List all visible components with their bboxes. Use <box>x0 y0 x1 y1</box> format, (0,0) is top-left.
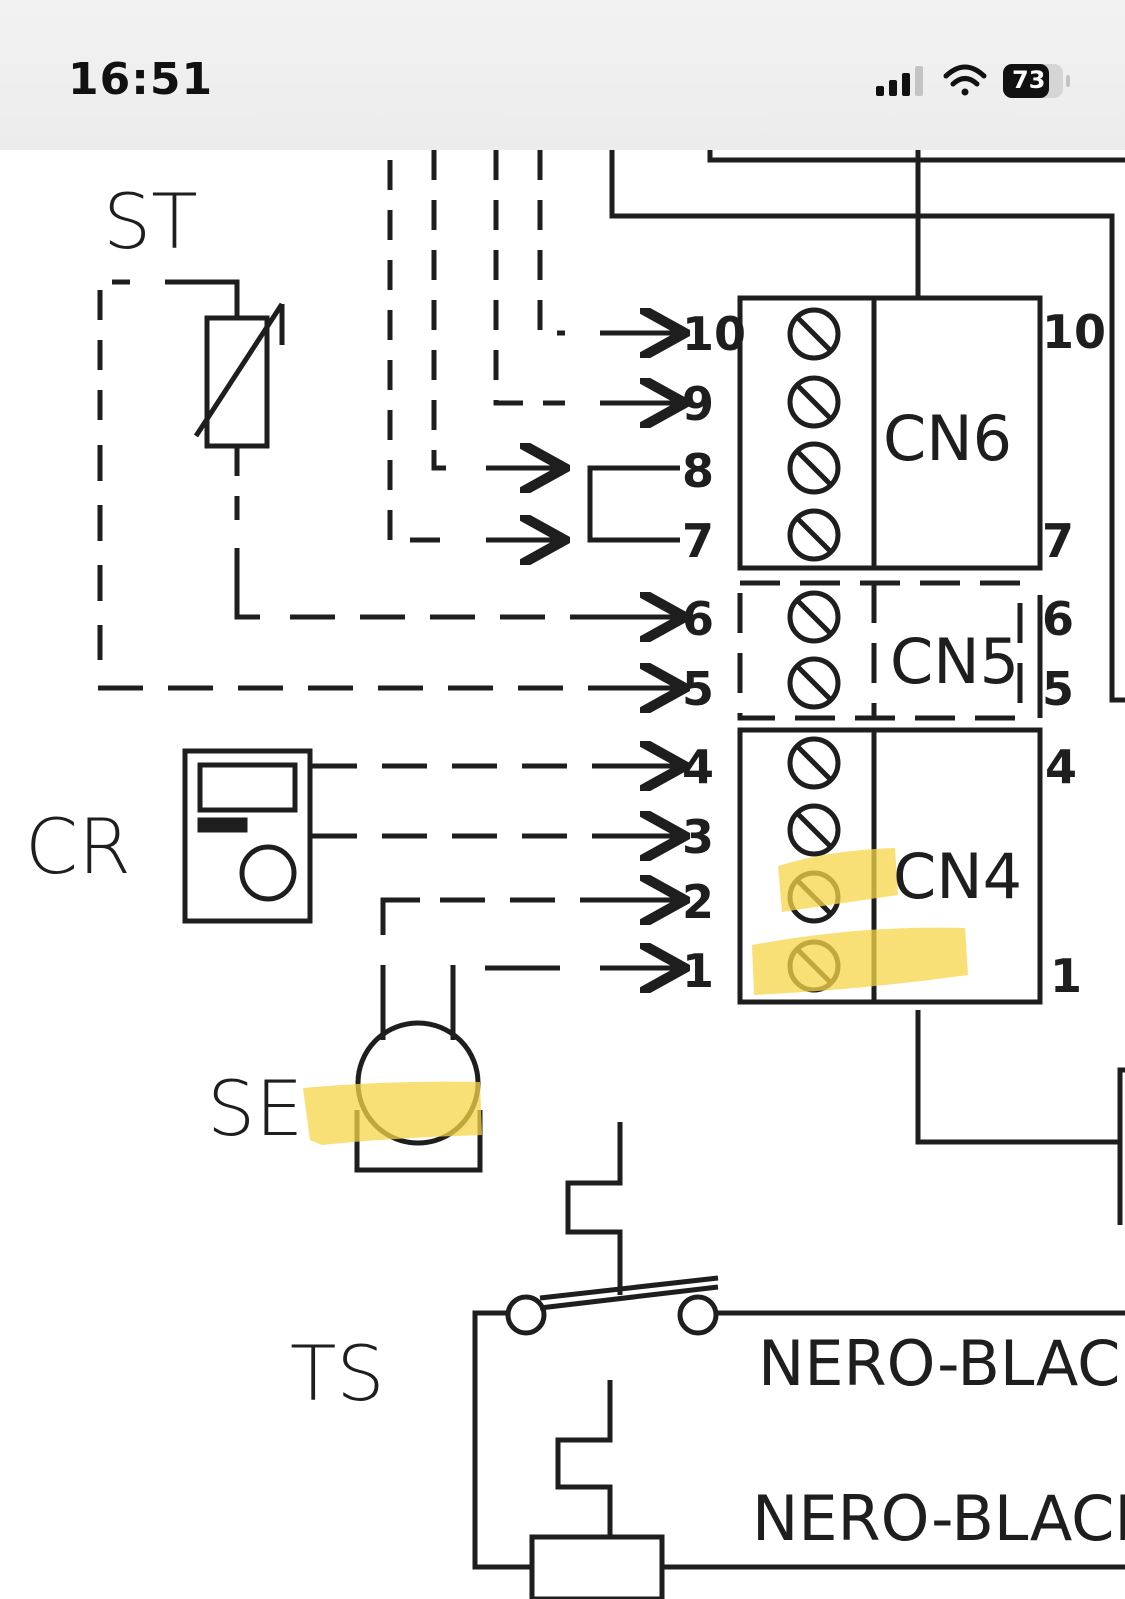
battery-level: 73 <box>1012 66 1046 94</box>
highlight-pin-1 <box>752 927 968 995</box>
pin-left-9: 9 <box>682 377 714 431</box>
pin-left-6: 6 <box>682 592 714 646</box>
pin-right-5: 5 <box>1042 662 1074 716</box>
wire-top-2 <box>609 150 1125 703</box>
label-cr: CR <box>25 802 131 891</box>
wire-cn4-bottom <box>915 1010 1120 1145</box>
status-icons <box>876 64 1070 98</box>
label-cn4: CN4 <box>893 840 1022 913</box>
pin-right-10: 10 <box>1042 305 1106 359</box>
pin-left-4: 4 <box>682 740 714 794</box>
wire-top-1 <box>707 150 1125 163</box>
label-cn5: CN5 <box>890 625 1019 698</box>
wifi-icon <box>943 64 987 96</box>
highlight-pin-2 <box>778 848 898 912</box>
pin-right-1: 1 <box>1050 949 1082 1003</box>
connector-cn5-block <box>737 580 1023 721</box>
highlight-se <box>303 1081 482 1145</box>
pin-left-2: 2 <box>682 875 714 929</box>
connector-cn6-block <box>737 295 1043 571</box>
label-nero-black-1: NERO-BLACK <box>758 1327 1125 1400</box>
label-nero-black-2: NERO-BLACK <box>752 1482 1125 1555</box>
room-control-cr <box>182 748 313 924</box>
pin-left-7: 7 <box>682 514 714 568</box>
highlights <box>303 848 968 1145</box>
bridge-8-7 <box>587 465 680 543</box>
wire-right-edge <box>1117 1067 1125 1225</box>
label-st: ST <box>103 177 198 266</box>
signal-icon <box>876 66 923 96</box>
pin-left-5: 5 <box>682 662 714 716</box>
label-se: SE <box>207 1064 303 1153</box>
pin-left-3: 3 <box>682 810 714 864</box>
pin-right-7: 7 <box>1042 514 1074 568</box>
pin-right-6: 6 <box>1042 592 1074 646</box>
pin-left-10: 10 <box>682 307 746 361</box>
status-bar: 16:51 73 <box>0 0 1125 150</box>
thermistor-st <box>97 279 285 620</box>
dashed-wires-top <box>387 150 565 543</box>
label-ts: TS <box>290 1329 385 1418</box>
safety-switch-ts <box>472 1122 1125 1599</box>
wire-labels: NERO-BLACK NERO-BLACK <box>752 1327 1125 1555</box>
pin-right-4: 4 <box>1045 740 1077 794</box>
label-cn6: CN6 <box>883 402 1012 475</box>
pin-left-8: 8 <box>682 444 714 498</box>
status-time: 16:51 <box>68 54 214 105</box>
pin-left-1: 1 <box>682 944 714 998</box>
battery-icon <box>1003 64 1070 98</box>
